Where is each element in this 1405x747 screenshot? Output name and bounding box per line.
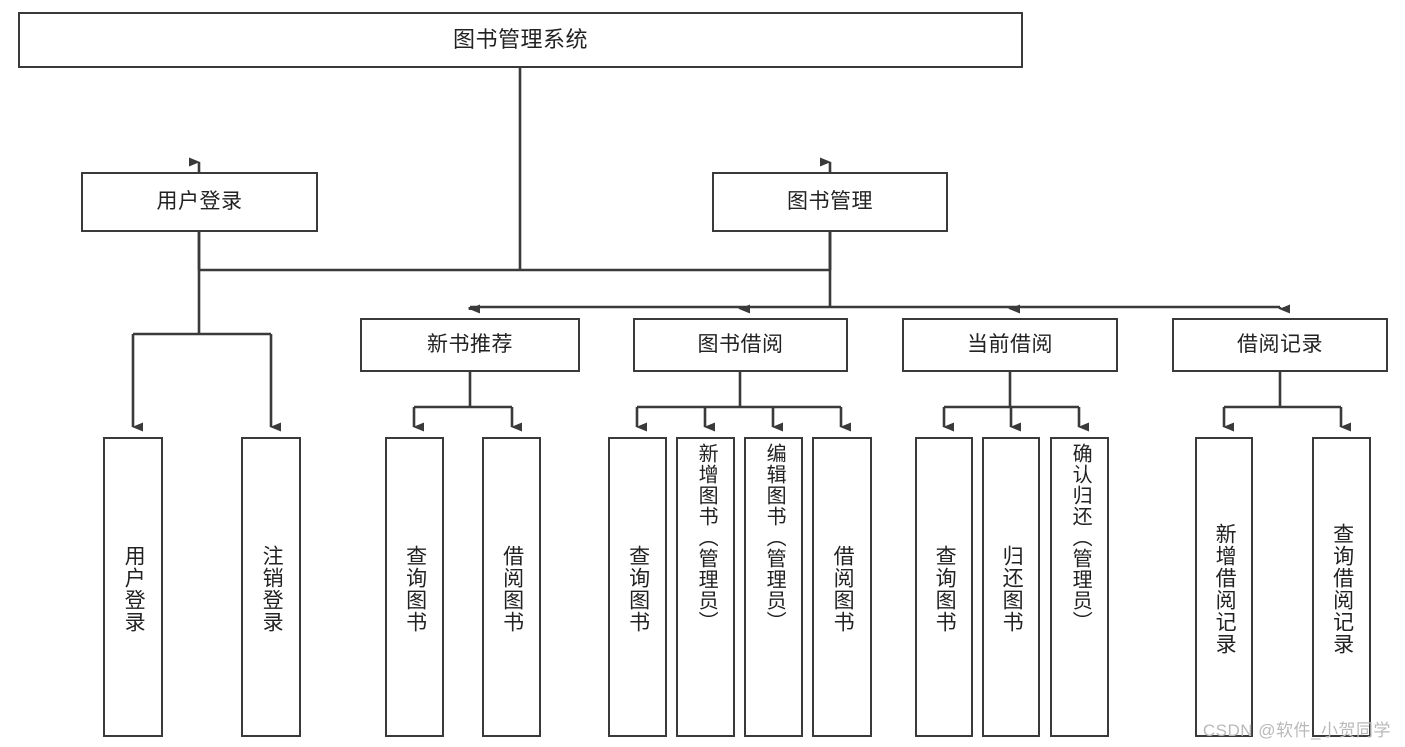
- node-book-management-label: 图书管理: [787, 190, 873, 214]
- leaf-confirm-return-label: 确认归还（管理员）: [1069, 443, 1092, 632]
- leaf-borrow-book-2[interactable]: 借阅图书: [812, 437, 872, 737]
- leaf-edit-book-label: 编辑图书（管理员）: [763, 443, 786, 632]
- node-book-management[interactable]: 图书管理: [712, 172, 948, 232]
- leaf-add-record[interactable]: 新增借阅记录: [1195, 437, 1253, 737]
- node-current-borrow[interactable]: 当前借阅: [902, 318, 1118, 372]
- node-book-borrow[interactable]: 图书借阅: [633, 318, 848, 372]
- leaf-borrow-book-1[interactable]: 借阅图书: [482, 437, 541, 737]
- node-new-book-recommend[interactable]: 新书推荐: [360, 318, 580, 372]
- leaf-add-book-label: 新增图书（管理员）: [695, 443, 718, 632]
- leaf-query-book-2-label: 查询图书: [626, 545, 650, 633]
- node-root[interactable]: 图书管理系统: [18, 12, 1023, 68]
- csdn-watermark: CSDN @软件_小贺同学: [1202, 721, 1391, 740]
- leaf-query-record-label: 查询借阅记录: [1330, 523, 1354, 655]
- node-root-label: 图书管理系统: [452, 26, 588, 52]
- leaf-edit-book[interactable]: 编辑图书（管理员）: [744, 437, 803, 737]
- node-user-login-label: 用户登录: [156, 190, 243, 214]
- leaf-user-login-label: 用户登录: [122, 545, 146, 633]
- leaf-query-book-2[interactable]: 查询图书: [608, 437, 667, 737]
- leaf-query-record[interactable]: 查询借阅记录: [1312, 437, 1371, 737]
- leaf-borrow-book-1-label: 借阅图书: [500, 545, 524, 633]
- node-new-book-recommend-label: 新书推荐: [427, 333, 513, 357]
- leaf-confirm-return[interactable]: 确认归还（管理员）: [1050, 437, 1109, 737]
- leaf-query-book-3-label: 查询图书: [933, 545, 957, 633]
- node-current-borrow-label: 当前借阅: [967, 333, 1053, 357]
- leaf-query-book-1[interactable]: 查询图书: [385, 437, 444, 737]
- node-book-borrow-label: 图书借阅: [697, 333, 784, 357]
- leaf-add-book[interactable]: 新增图书（管理员）: [676, 437, 735, 737]
- leaf-add-record-label: 新增借阅记录: [1213, 523, 1237, 655]
- leaf-return-book-label: 归还图书: [1000, 545, 1024, 633]
- node-borrow-record-label: 借阅记录: [1237, 333, 1323, 357]
- leaf-logout-label: 注销登录: [260, 545, 284, 633]
- leaf-user-login[interactable]: 用户登录: [103, 437, 163, 737]
- node-user-login[interactable]: 用户登录: [81, 172, 318, 232]
- leaf-query-book-3[interactable]: 查询图书: [915, 437, 973, 737]
- node-borrow-record[interactable]: 借阅记录: [1172, 318, 1388, 372]
- leaf-return-book[interactable]: 归还图书: [982, 437, 1040, 737]
- leaf-query-book-1-label: 查询图书: [403, 545, 427, 633]
- leaf-logout[interactable]: 注销登录: [241, 437, 301, 737]
- leaf-borrow-book-2-label: 借阅图书: [831, 545, 855, 633]
